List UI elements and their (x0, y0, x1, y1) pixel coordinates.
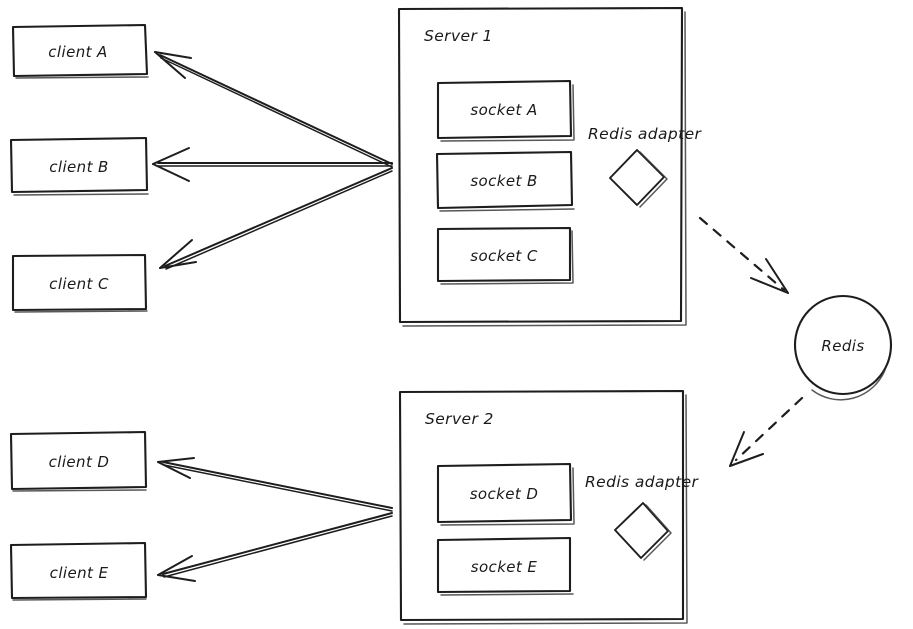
server-1-label: Server 1 (424, 27, 493, 45)
redis-circle-shadow (811, 369, 886, 401)
client-c[interactable]: client C (11, 253, 148, 313)
link-server1-client-b (152, 147, 393, 182)
link-server2-client-d-head-lower (157, 461, 191, 479)
socket-d[interactable]: socket D (436, 462, 575, 526)
client-c-box (11, 253, 148, 312)
socket-a-label: socket A (470, 101, 537, 119)
client-c-box-shadow (14, 310, 148, 313)
socket-b-box-shadow (439, 208, 575, 212)
link-server2-client-e-line (162, 512, 393, 575)
redis-adapter-1[interactable]: Redis adapter (588, 125, 703, 208)
client-b-label: client B (49, 158, 108, 176)
client-b[interactable]: client B (9, 136, 149, 196)
link-server1-client-b-head-upper (152, 147, 190, 165)
redis-label: Redis (821, 337, 864, 355)
link-server1-client-c (159, 167, 393, 270)
link-server2-client-d-head-upper (157, 457, 195, 463)
client-a[interactable]: client A (11, 23, 149, 79)
link-adapter1-redis (698, 216, 789, 294)
socket-e-box-shadow (440, 593, 574, 596)
link-redis-adapter2 (729, 396, 804, 467)
link-redis-adapter2-line (734, 396, 804, 462)
socket-c-box-shadow (440, 230, 574, 285)
server-2-box-shadow (403, 394, 688, 625)
redis-adapter-2-diamond-icon (614, 502, 669, 559)
client-b-box (9, 136, 149, 194)
link-server2-client-d (157, 457, 393, 512)
client-a-box (11, 23, 149, 78)
client-e-box-shadow (12, 598, 147, 601)
client-d-box (9, 430, 148, 491)
server-1[interactable]: Server 1 socket A socket B socket C Redi… (397, 6, 703, 327)
link-adapter1-redis-head-upper (765, 258, 789, 294)
client-a-box-shadow (15, 76, 149, 79)
socket-c[interactable]: socket C (436, 226, 574, 285)
redis-circle (793, 294, 893, 396)
redis-adapter-1-label: Redis adapter (588, 125, 703, 143)
link-server1-client-c-head-lower (159, 261, 197, 269)
redis-adapter-1-diamond-shadow (639, 151, 668, 208)
socket-b[interactable]: socket B (435, 150, 575, 212)
link-server2-client-e (157, 512, 393, 582)
socket-d-label: socket D (470, 485, 539, 503)
client-d[interactable]: client D (9, 430, 148, 492)
client-a-label: client A (48, 43, 107, 61)
link-server1-client-a-line (159, 54, 393, 165)
link-server2-client-e-head-lower (157, 574, 196, 582)
link-server2-client-d-line2 (163, 464, 393, 512)
server-1-box-shadow (402, 11, 687, 327)
socket-c-box (436, 226, 572, 283)
link-server2-client-e-line2 (163, 515, 393, 578)
socket-b-label: socket B (470, 172, 537, 190)
redis-adapter-2[interactable]: Redis adapter (585, 473, 700, 561)
link-server1-client-a-head-lower (154, 51, 186, 79)
socket-a-box-shadow (440, 84, 575, 142)
client-e[interactable]: client E (9, 541, 148, 601)
link-server1-client-a-line2 (160, 57, 393, 168)
server-2[interactable]: Server 2 socket D socket E Redis adapter (398, 389, 700, 625)
link-server1-client-c-head-upper (159, 239, 193, 269)
link-adapter1-redis-line (698, 216, 786, 292)
link-server1-client-a (154, 51, 393, 168)
redis-node[interactable]: Redis (793, 294, 893, 401)
link-redis-adapter2-head-lower (729, 453, 764, 467)
client-d-box-shadow (12, 489, 147, 492)
link-server2-client-e-head-upper (157, 555, 193, 576)
link-server1-client-c-line (164, 167, 393, 267)
link-redis-adapter2-head-upper (729, 431, 745, 467)
redis-adapter-2-diamond-shadow (643, 504, 672, 561)
client-b-box-shadow (13, 193, 149, 196)
server-2-label: Server 2 (425, 410, 494, 428)
client-e-label: client E (50, 564, 109, 582)
link-server2-client-d-line (162, 461, 393, 509)
socket-b-box (435, 150, 574, 210)
client-d-label: client D (49, 453, 110, 471)
socket-e[interactable]: socket E (436, 536, 574, 596)
client-e-box (9, 541, 148, 600)
socket-d-box-shadow (440, 467, 575, 526)
socket-a-box (436, 79, 573, 140)
socket-d-box (436, 462, 573, 524)
socket-e-label: socket E (471, 558, 538, 576)
socket-a[interactable]: socket A (436, 79, 575, 142)
socket-e-box (436, 536, 572, 594)
link-server1-client-a-head-upper (154, 51, 192, 59)
link-server1-client-b-head-lower (152, 163, 190, 182)
link-server1-client-c-line2 (165, 170, 393, 270)
client-c-label: client C (49, 275, 109, 293)
socket-c-label: socket C (470, 247, 538, 265)
redis-adapter-2-label: Redis adapter (585, 473, 700, 491)
link-adapter1-redis-head-lower (750, 277, 789, 294)
